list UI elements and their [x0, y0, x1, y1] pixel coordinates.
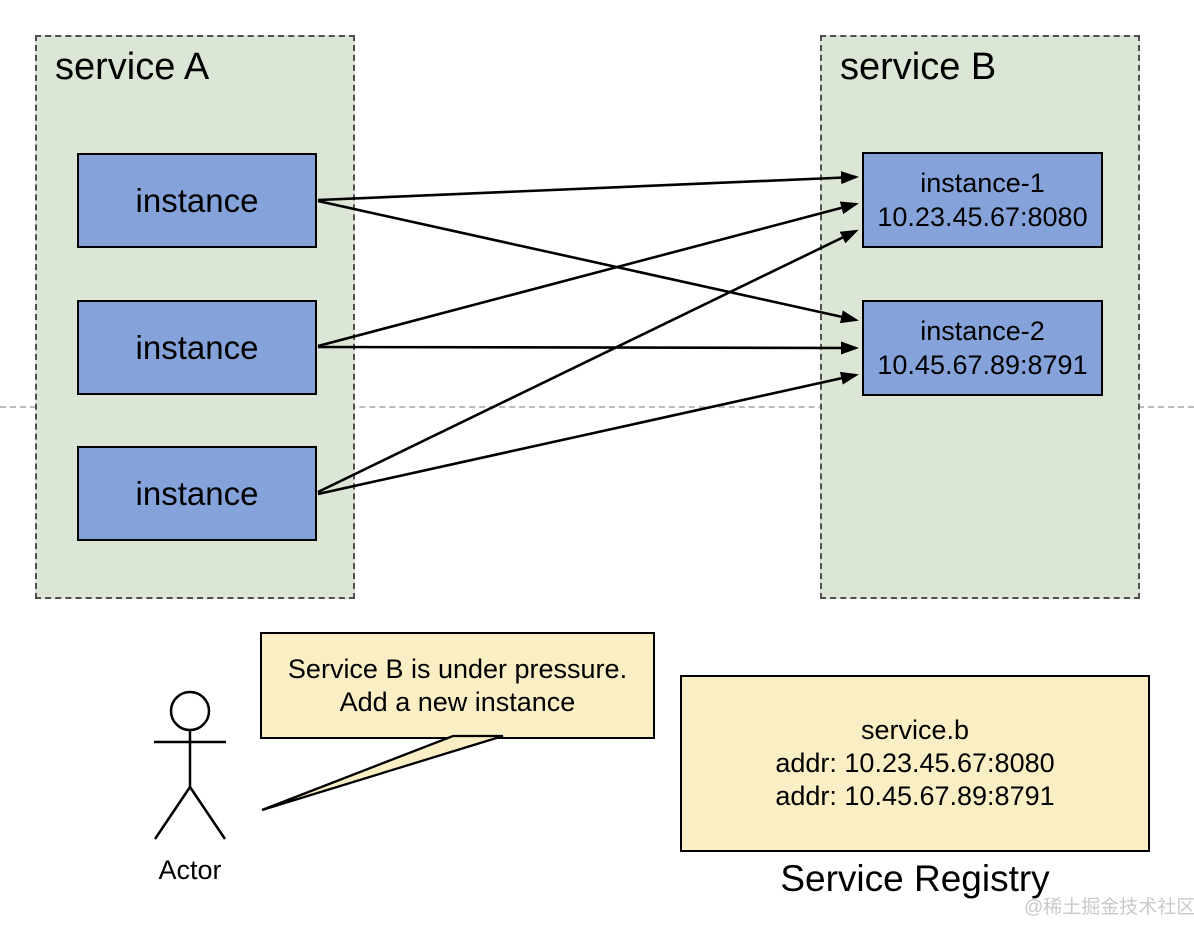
- service-a-instance-2-label: instance: [135, 328, 259, 366]
- actor-head-icon: [169, 690, 211, 732]
- speech-bubble: Service B is under pressure. Add a new i…: [260, 632, 655, 739]
- service-registry-name: service.b: [860, 715, 970, 745]
- speech-bubble-line-2: Add a new instance: [339, 686, 576, 717]
- service-registry-entry-1: addr: 10.23.45.67:8080: [775, 748, 1055, 778]
- service-registry-entry-2: addr: 10.45.67.89:8791: [775, 781, 1055, 811]
- service-a-instance-1: instance: [77, 153, 317, 248]
- speech-bubble-line-1: Service B is under pressure.: [287, 653, 628, 684]
- service-a-instance-3-label: instance: [135, 474, 259, 512]
- actor-right-leg: [188, 786, 227, 840]
- service-b-title: service B: [840, 46, 997, 88]
- arrow-a1-to-b2: [317, 199, 859, 324]
- service-registry-box: service.b addr: 10.23.45.67:8080 addr: 1…: [680, 675, 1150, 852]
- actor-left-leg: [153, 786, 192, 840]
- service-registry-label: Service Registry: [780, 858, 1050, 899]
- actor-figure: [153, 690, 227, 840]
- service-b-instance-1-address: 10.23.45.67:8080: [877, 202, 1088, 232]
- service-b-instance-2: instance-2 10.45.67.89:8791: [862, 300, 1103, 396]
- speech-bubble-tail: [261, 734, 504, 812]
- service-b-instance-1-name: instance-1: [920, 168, 1045, 198]
- arrow-a2-to-b1: [317, 201, 859, 348]
- arrow-a2-to-b2: [317, 341, 859, 355]
- service-b-instance-2-address: 10.45.67.89:8791: [877, 350, 1088, 380]
- service-a-instance-3: instance: [77, 446, 317, 541]
- arrow-a3-to-b1: [317, 229, 859, 494]
- arrow-a1-to-b1: [317, 171, 859, 202]
- service-a-title: service A: [55, 46, 210, 88]
- service-b-instance-1: instance-1 10.23.45.67:8080: [862, 152, 1103, 248]
- watermark-text: @稀土掘金技术社区: [1024, 897, 1194, 918]
- arrow-a3-to-b2: [317, 371, 859, 496]
- service-a-instance-2: instance: [77, 300, 317, 395]
- service-b-instance-2-name: instance-2: [920, 316, 1045, 346]
- actor-label: Actor: [158, 855, 222, 885]
- service-a-instance-1-label: instance: [135, 181, 259, 219]
